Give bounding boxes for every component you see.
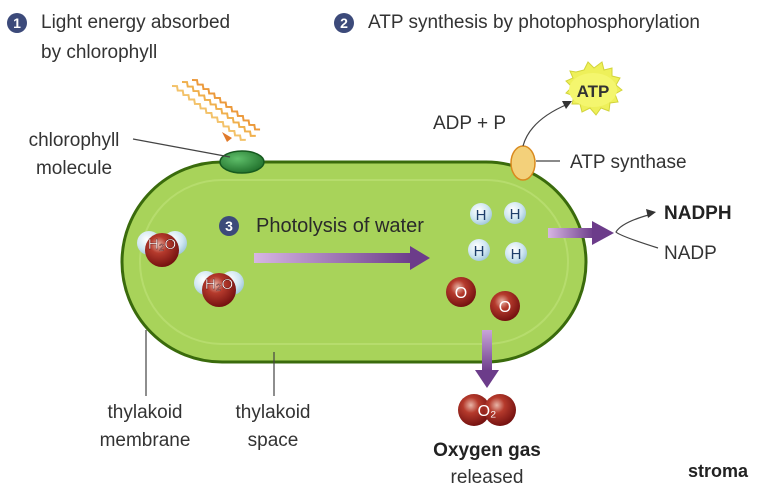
thylakoid-membrane-label-line2: membrane [99, 430, 191, 451]
oxygen-atom-label: O [455, 285, 467, 302]
oxygen-gas-molecule [458, 394, 516, 426]
thylakoid-membrane-label-line1: thylakoid [107, 402, 183, 423]
step-two-badge: 2 [334, 13, 354, 33]
nadph-arrowhead [646, 209, 656, 218]
step-three-badge: 3 [219, 216, 239, 236]
hydrogen-atom [468, 239, 490, 261]
oxygen-atom-label: O [499, 299, 511, 316]
light-rays [171, 79, 261, 142]
chlorophyll-label-line2: molecule [35, 158, 113, 179]
oxygen-arrow [475, 330, 499, 388]
chlorophyll-label-line1: chlorophyll [28, 130, 120, 151]
oxygen-atom [446, 277, 476, 307]
thylakoid-space-label-line1: thylakoid [235, 402, 311, 423]
atp-burst [565, 61, 623, 116]
hydrogen-label: H [476, 207, 487, 224]
atp-synthase-label: ATP synthase [570, 152, 687, 173]
step-three-text: Photolysis of water [256, 215, 424, 237]
step-one-badge: 1 [7, 13, 27, 33]
step-one-text-line1: Light energy absorbed [41, 12, 231, 33]
nadph-label: NADPH [664, 203, 732, 224]
hydrogen-atom [470, 203, 492, 225]
oxygen-atom [490, 291, 520, 321]
hydrogen-atom [504, 202, 526, 224]
hydrogen-label: H [474, 243, 485, 260]
step-two-text: ATP synthesis by photophosphorylation [368, 12, 700, 33]
nadp-label: NADP [664, 243, 717, 264]
adp-p-label: ADP + P [433, 113, 507, 134]
chlorophyll-molecule [219, 150, 265, 174]
photolysis-arrow [254, 246, 430, 270]
atp-label: ATP [577, 82, 610, 101]
adp-arrowhead [562, 101, 572, 109]
oxygen-gas-label-line1: Oxygen gas [433, 440, 541, 461]
step-one-text-line2: by chlorophyll [41, 42, 158, 63]
leader-lines [132, 103, 659, 396]
water-label: H₂O [205, 276, 233, 293]
hydrogen-label: H [511, 246, 522, 263]
oxygen-gas-label: O₂ [478, 403, 497, 420]
atp-synthase [510, 145, 536, 181]
hydrogen-atom [505, 242, 527, 264]
water-molecule [194, 271, 244, 307]
water-molecule [137, 231, 187, 267]
water-label: H₂O [148, 236, 176, 253]
nadph-arrow [548, 221, 614, 245]
stroma-label: stroma [688, 461, 749, 481]
thylakoid-space-label-line2: space [247, 430, 299, 451]
oxygen-gas-label-line2: released [450, 467, 524, 488]
hydrogen-label: H [510, 206, 521, 223]
